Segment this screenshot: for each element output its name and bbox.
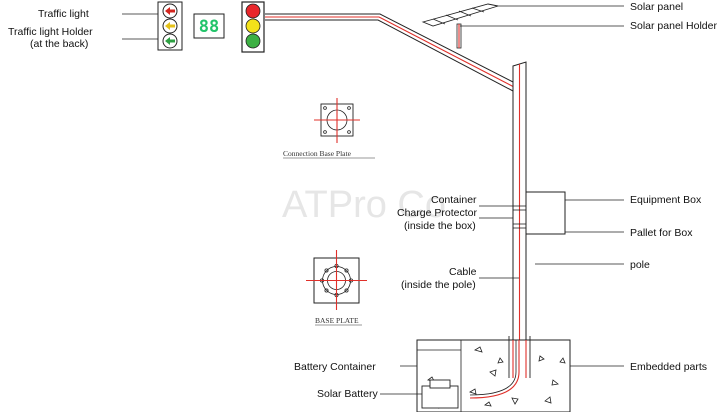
connection-base-plate-caption: Connection Base Plate bbox=[283, 149, 352, 158]
countdown-timer: 88 bbox=[193, 13, 225, 39]
label-pole: pole bbox=[630, 259, 650, 271]
label-container: Container bbox=[431, 194, 477, 206]
battery-container bbox=[421, 379, 459, 409]
label-cable: Cable bbox=[449, 266, 477, 278]
label-embedded-parts: Embedded parts bbox=[630, 361, 707, 373]
label-solar-battery: Solar Battery bbox=[317, 388, 378, 400]
label-traffic-light-holder-note: (at the back) bbox=[30, 38, 88, 50]
arrow-left-icon bbox=[165, 37, 175, 45]
traffic-light-arm bbox=[265, 13, 519, 93]
leader-lines bbox=[122, 5, 624, 395]
label-traffic-light-holder: Traffic light Holder bbox=[8, 26, 93, 38]
equipment-box bbox=[525, 191, 566, 235]
traffic-light bbox=[157, 1, 183, 51]
pole-shaft bbox=[512, 61, 527, 341]
label-solar-panel-holder: Solar panel Holder bbox=[630, 20, 717, 32]
base-plate bbox=[306, 250, 367, 310]
signal-head bbox=[241, 1, 265, 53]
countdown-digits: 88 bbox=[199, 17, 219, 37]
label-pallet-for-box: Pallet for Box bbox=[630, 227, 693, 239]
label-battery-container: Battery Container bbox=[294, 361, 376, 373]
label-charge-protector: Charge Protector bbox=[397, 207, 477, 219]
label-traffic-light: Traffic light bbox=[38, 8, 89, 20]
arrow-left-icon bbox=[165, 22, 175, 30]
solar-panel bbox=[421, 3, 499, 27]
label-cable-note: (inside the pole) bbox=[401, 279, 476, 291]
label-equipment-box: Equipment Box bbox=[630, 194, 702, 206]
solar-panel-holder bbox=[456, 23, 462, 49]
label-solar-panel: Solar panel bbox=[630, 1, 683, 13]
watermark: ATPro Co bbox=[282, 184, 446, 226]
arrow-left-icon bbox=[165, 7, 175, 15]
label-charge-protector-note: (inside the box) bbox=[404, 220, 476, 232]
connection-base-plate bbox=[314, 98, 360, 143]
base-plate-caption: BASE PLATE bbox=[315, 316, 359, 325]
